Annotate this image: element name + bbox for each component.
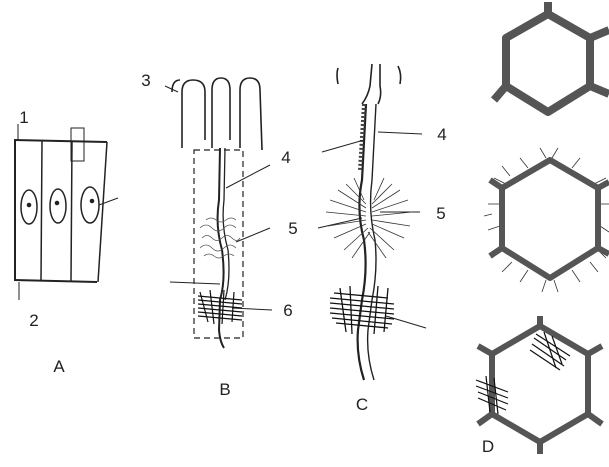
panel-c-fiber-fork: [378, 64, 381, 104]
panel-b-leader-line: [170, 282, 220, 284]
panel-c-fuzzy-region: [326, 178, 412, 258]
panel-label-b: B: [219, 380, 230, 399]
panel-a-nucleus: [81, 187, 99, 223]
panel-a-drawing: [14, 124, 118, 300]
leader-line-4b: [226, 165, 270, 188]
label-5-b: 5: [288, 219, 297, 238]
panel-a-nucleolus: [56, 202, 59, 205]
panel-label-c: C: [356, 395, 368, 414]
label-4-c: 4: [437, 125, 446, 144]
panel-a-zoom-box: [71, 128, 84, 161]
panel-a-top-wall: [14, 140, 107, 142]
panel-c-leader-line: [386, 316, 426, 328]
panel-a-bottom-wall: [14, 280, 97, 282]
panel-a-cell-wall: [71, 141, 72, 281]
panel-c-fiber-end: [337, 68, 338, 84]
panel-b-fiber-loop: [182, 80, 205, 148]
panel-c-drawing: [318, 64, 426, 380]
label-1: 1: [19, 108, 28, 127]
label-6-b: 6: [283, 301, 292, 320]
label-2: 2: [29, 311, 38, 330]
panel-c-leader-line: [322, 140, 364, 152]
panel-d-hexagon-hairy: [484, 148, 609, 292]
panel-a-right-wall: [98, 142, 107, 282]
panel-a-leader-line: [99, 198, 118, 205]
leader-line-5b: [236, 228, 270, 242]
panel-a-nucleolus: [28, 204, 31, 207]
panel-b-fiber-loop: [212, 78, 230, 148]
panel-c-fiber-fork: [362, 64, 372, 104]
leader-line-4c: [378, 132, 422, 134]
panel-label-d: D: [482, 437, 494, 456]
panel-label-a: A: [53, 357, 65, 376]
panel-c-leader-line: [318, 218, 362, 228]
panel-c-fiber-end: [398, 66, 401, 84]
leader-line-6b: [232, 308, 272, 310]
label-4-b: 4: [281, 148, 290, 167]
panel-a-cell-wall: [41, 141, 42, 281]
panel-b-drawing: [165, 78, 272, 348]
panel-a-nucleolus: [91, 200, 94, 203]
panel-a-nucleus: [50, 189, 66, 223]
label-3: 3: [141, 71, 150, 90]
panel-c-dark-cluster: [330, 286, 394, 334]
panel-b-fiber-loop: [240, 78, 262, 150]
panel-d-hexagon-clustered: [476, 316, 602, 454]
label-5-c: 5: [436, 204, 445, 223]
